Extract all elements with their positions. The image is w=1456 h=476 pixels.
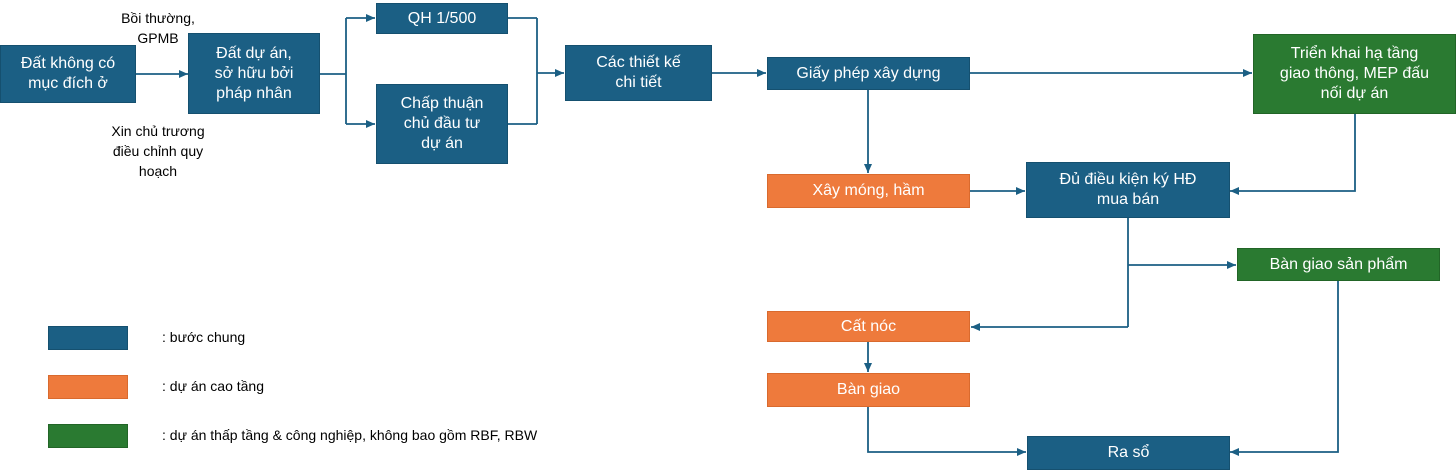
arrow-bangiaosp-to-raso	[1230, 281, 1339, 456]
box-trien-khai-ha-tang: Triển khai hạ tầng giao thông, MEP đấu n…	[1253, 34, 1456, 114]
box-ban-giao: Bàn giao	[767, 373, 970, 407]
box-xay-mong-ham: Xây móng, hầm	[767, 174, 970, 208]
box-cac-thiet-ke-chi-tiet: Các thiết kế chi tiết	[565, 45, 712, 101]
legend-swatch-thap-tang	[48, 424, 128, 448]
box-qh-1-500: QH 1/500	[376, 3, 508, 34]
legend-label-cao-tang: : dự án cao tầng	[162, 378, 264, 394]
box-ban-giao-san-pham: Bàn giao sản phẩm	[1237, 248, 1440, 281]
box-dat-khong-co-muc-dich-o: Đất không có mục đích ở	[0, 45, 136, 103]
note-xin-chu-truong: Xin chủ trương điều chỉnh quy hoạch	[111, 123, 205, 179]
note-boi-thuong-gpmb: Bồi thường, GPMB	[121, 10, 195, 46]
box-du-dieu-kien-ky-hd: Đủ điều kiện ký HĐ mua bán	[1026, 162, 1230, 218]
box-ra-so: Ra sổ	[1027, 436, 1230, 470]
arrow-bangiao-to-raso	[867, 407, 1026, 456]
box-dat-du-an: Đất dự án, sở hữu bởi pháp nhân	[188, 33, 320, 114]
box-chap-thuan-chu-dau-tu: Chấp thuận chủ đầu tư dự án	[376, 84, 508, 164]
legend-swatch-buoc-chung	[48, 326, 128, 350]
legend-label-thap-tang: : dự án thấp tầng & công nghiệp, không b…	[162, 427, 538, 443]
box-giay-phep-xay-dung: Giấy phép xây dựng	[767, 57, 970, 90]
box-cat-noc: Cất nóc	[767, 311, 970, 342]
legend-swatch-cao-tang	[48, 375, 128, 399]
legend-label-buoc-chung: : bước chung	[162, 329, 246, 345]
arrow-trienkhai-to-dudieukien	[1230, 114, 1356, 195]
